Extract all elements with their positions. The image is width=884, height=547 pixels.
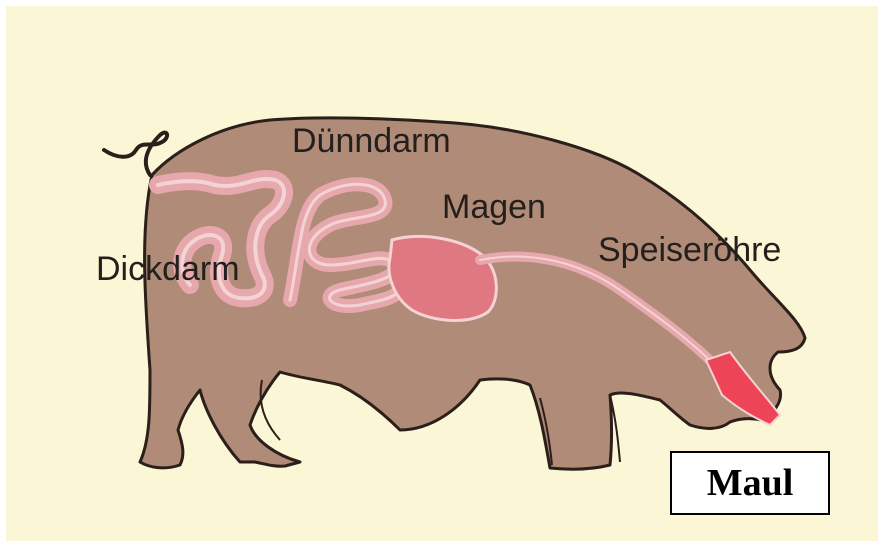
label-duenndarm: Dünndarm	[292, 122, 451, 160]
label-maul-box: Maul	[670, 451, 830, 515]
label-magen: Magen	[442, 188, 546, 226]
label-maul: Maul	[707, 461, 794, 505]
label-speiseroehre: Speiseröhre	[598, 231, 781, 269]
label-dickdarm: Dickdarm	[96, 250, 240, 288]
